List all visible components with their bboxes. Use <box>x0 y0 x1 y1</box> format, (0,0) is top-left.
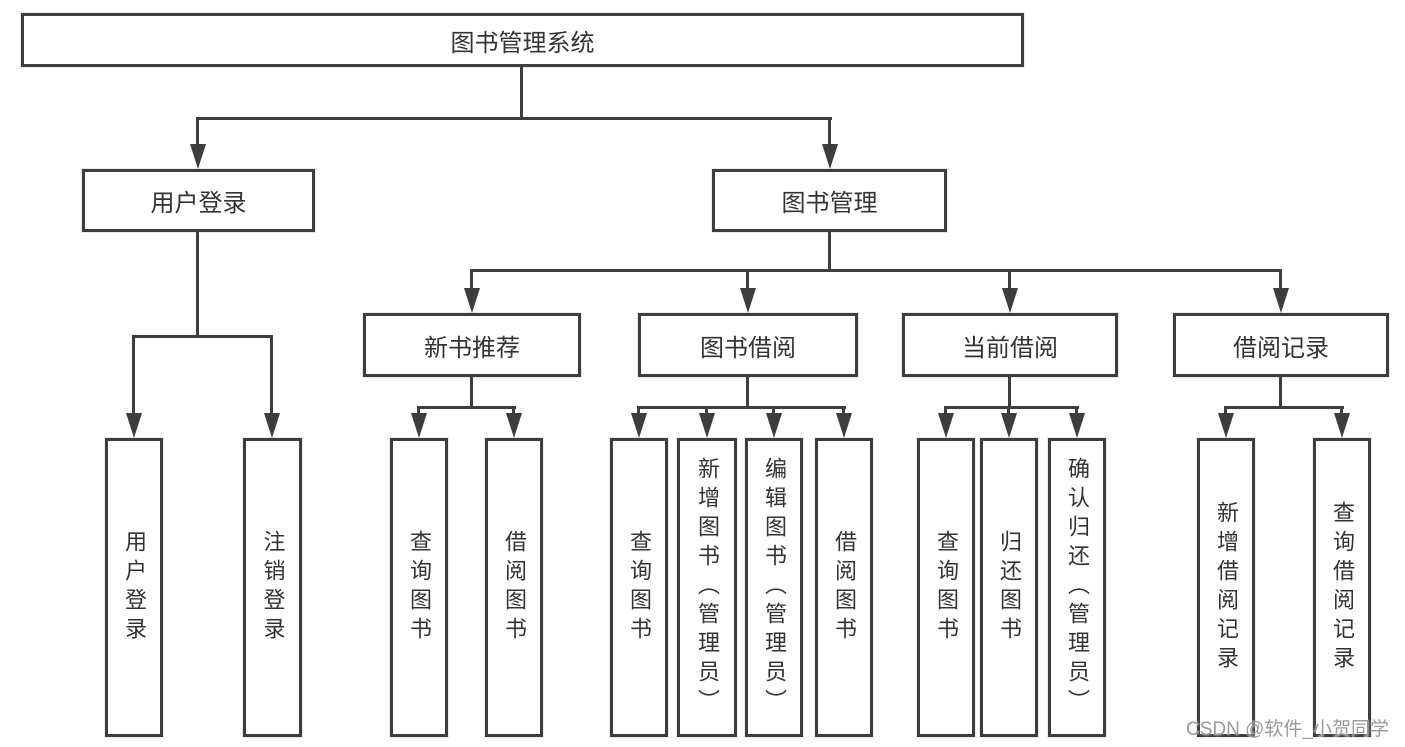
node-current-borrowing: 当前借阅 <box>902 313 1118 377</box>
node-book-management: 图书管理 <box>712 169 947 232</box>
connector-line <box>470 377 473 408</box>
connector-line <box>637 406 640 416</box>
connector-line <box>470 269 473 291</box>
leaf-search-books-recommend: 查询图书 <box>390 438 448 737</box>
leaf-borrow-books-recommend: 借阅图书 <box>485 438 543 737</box>
node-borrowing-records: 借阅记录 <box>1173 313 1389 377</box>
arrow-down-icon <box>1218 413 1234 438</box>
connector-line <box>270 335 273 415</box>
connector-line <box>842 406 845 416</box>
connector-line <box>828 117 831 147</box>
leaf-borrow-books: 借阅图书 <box>815 438 873 737</box>
leaf-add-books-admin: 新增图书（管理员） <box>677 438 737 737</box>
leaf-add-borrow-record: 新增借阅记录 <box>1197 438 1255 737</box>
connector-line <box>1279 269 1282 291</box>
connector-line <box>1224 406 1344 409</box>
leaf-search-books-borrowing: 查询图书 <box>610 438 668 737</box>
connector-line <box>1008 269 1011 291</box>
connector-line <box>1340 406 1343 416</box>
arrow-down-icon <box>190 144 206 169</box>
connector-line <box>196 117 832 120</box>
connector-line <box>828 232 831 272</box>
arrow-down-icon <box>1273 288 1289 313</box>
arrow-down-icon <box>822 144 838 169</box>
leaf-search-books-current: 查询图书 <box>917 438 975 737</box>
connector-line <box>132 335 273 338</box>
connector-line <box>746 269 749 291</box>
arrow-down-icon <box>938 413 954 438</box>
connector-line <box>1007 406 1010 416</box>
connector-line <box>1008 377 1011 408</box>
leaf-logout: 注销登录 <box>243 438 302 737</box>
connector-line <box>1075 406 1078 416</box>
connector-line <box>637 406 846 409</box>
node-user-login: 用户登录 <box>82 169 315 232</box>
arrow-down-icon <box>506 413 522 438</box>
arrow-down-icon <box>1001 413 1017 438</box>
csdn-watermark: CSDN @软件_小贺同学 <box>1186 719 1389 740</box>
arrow-down-icon <box>464 288 480 313</box>
connector-line <box>944 406 1079 409</box>
arrow-down-icon <box>631 413 647 438</box>
arrow-down-icon <box>1002 288 1018 313</box>
connector-line <box>705 406 708 416</box>
leaf-return-books: 归还图书 <box>980 438 1038 737</box>
arrow-down-icon <box>699 413 715 438</box>
arrow-down-icon <box>264 413 280 438</box>
connector-line <box>196 117 199 147</box>
arrow-down-icon <box>411 413 427 438</box>
leaf-confirm-return-admin: 确认归还（管理员） <box>1048 438 1106 737</box>
node-library-management-system: 图书管理系统 <box>21 13 1024 67</box>
connector-line <box>746 377 749 408</box>
connector-line <box>1279 377 1282 408</box>
connector-line <box>417 406 420 416</box>
leaf-user-login: 用户登录 <box>105 438 163 737</box>
connector-line <box>470 269 1282 272</box>
arrow-down-icon <box>740 288 756 313</box>
node-new-book-recommendation: 新书推荐 <box>363 313 581 377</box>
leaf-search-borrow-record: 查询借阅记录 <box>1313 438 1371 737</box>
arrow-down-icon <box>836 413 852 438</box>
connector-line <box>132 335 135 415</box>
node-book-borrowing: 图书借阅 <box>638 313 858 377</box>
arrow-down-icon <box>1069 413 1085 438</box>
connector-line <box>520 65 523 119</box>
arrow-down-icon <box>1334 413 1350 438</box>
arrow-down-icon <box>126 413 142 438</box>
connector-line <box>944 406 947 416</box>
arrow-down-icon <box>766 413 782 438</box>
connector-line <box>417 406 516 409</box>
connector-line <box>512 406 515 416</box>
connector-line <box>1224 406 1227 416</box>
leaf-edit-books-admin: 编辑图书（管理员） <box>745 438 803 737</box>
connector-line <box>196 232 199 338</box>
connector-line <box>772 406 775 416</box>
